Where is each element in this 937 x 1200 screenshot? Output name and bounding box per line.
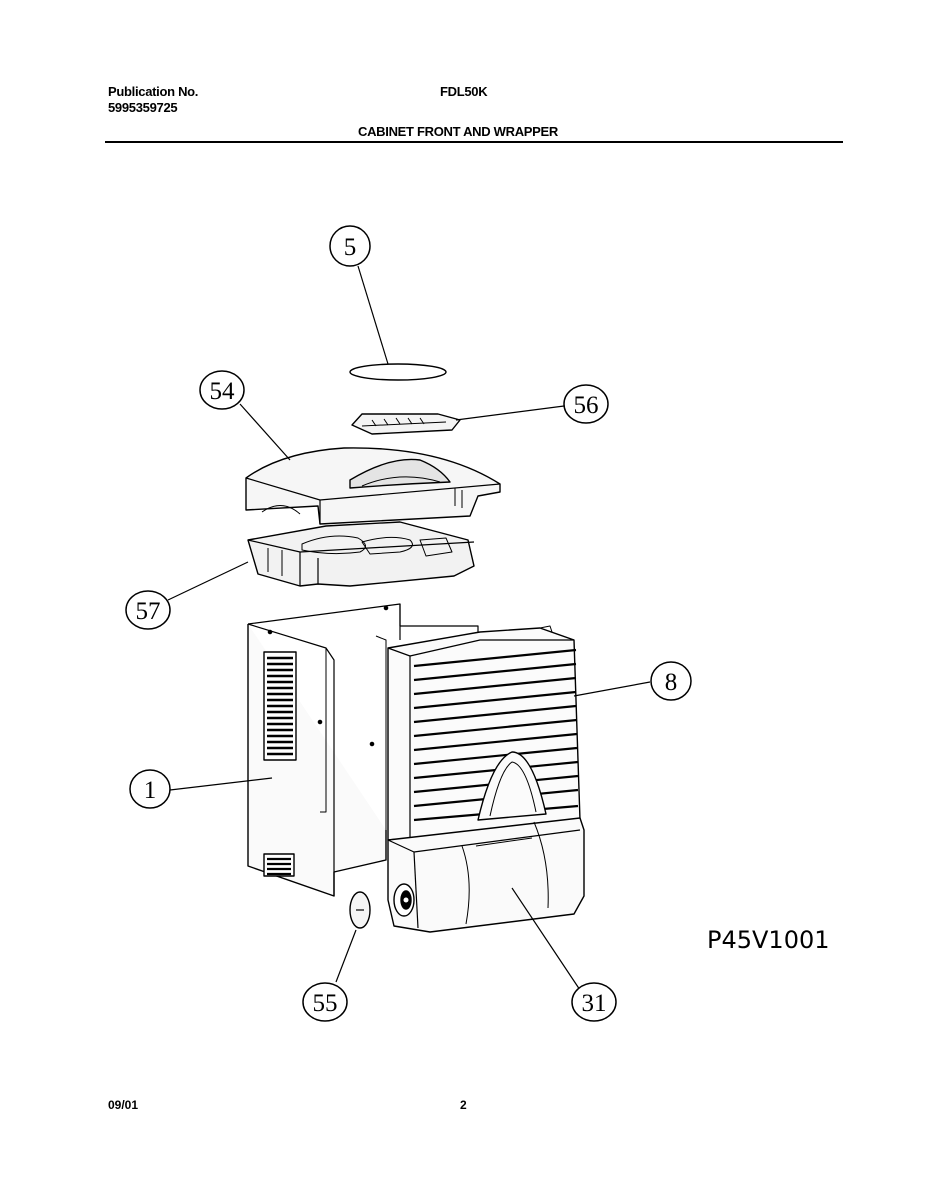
callout-55: 55 — [302, 982, 348, 1022]
part-56-control-panel — [351, 413, 461, 435]
svg-text:57: 57 — [136, 598, 161, 625]
header-rule — [105, 141, 843, 143]
svg-text:31: 31 — [582, 990, 607, 1017]
footer-date: 09/01 — [108, 1098, 139, 1112]
svg-text:56: 56 — [574, 392, 599, 419]
publication-label: Publication No. — [108, 84, 199, 99]
model-number: FDL50K — [440, 84, 488, 99]
svg-text:55: 55 — [313, 990, 338, 1017]
callout-31: 31 — [571, 982, 617, 1022]
callout-5: 5 — [329, 225, 371, 267]
callout-57: 57 — [125, 590, 171, 630]
leader-lines — [167, 265, 651, 991]
callout-54: 54 — [199, 370, 245, 410]
part-31-bucket — [387, 817, 585, 933]
page-number: 2 — [460, 1098, 467, 1112]
svg-text:5: 5 — [344, 234, 357, 261]
callout-56: 56 — [563, 384, 609, 424]
svg-text:54: 54 — [210, 378, 236, 405]
callout-1: 1 — [129, 769, 171, 809]
publication-number: 5995359725 — [108, 100, 178, 115]
callout-8: 8 — [650, 661, 692, 701]
drawing-id: P45V1001 — [707, 926, 830, 954]
part-8-front-cabinet — [387, 625, 581, 841]
svg-text:1: 1 — [144, 777, 157, 804]
svg-text:8: 8 — [665, 669, 678, 696]
part-57-top-tray — [247, 521, 475, 587]
part-54-top-cover — [245, 447, 501, 525]
part-1-back-wrapper — [247, 603, 479, 897]
section-title: CABINET FRONT AND WRAPPER — [358, 124, 559, 139]
part-55-plug — [349, 891, 371, 929]
part-5-filter — [349, 363, 447, 381]
